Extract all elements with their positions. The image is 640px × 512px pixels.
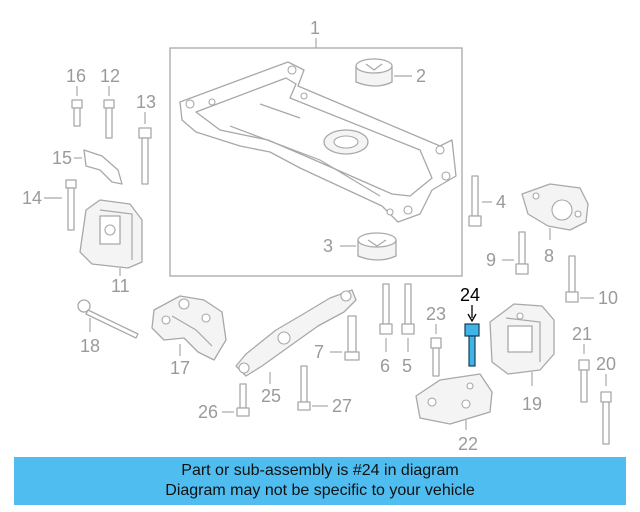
bolt-10[interactable]: [565, 255, 579, 303]
callout-4[interactable]: 4: [496, 192, 506, 212]
callout-18[interactable]: 18: [80, 336, 100, 356]
mount-bracket-17[interactable]: [151, 295, 227, 361]
bolt-16[interactable]: [71, 99, 83, 127]
callout-27[interactable]: 27: [332, 396, 352, 416]
caption-banner: Part or sub-assembly is #24 in diagram D…: [14, 457, 626, 505]
callout-24[interactable]: 24: [460, 285, 480, 305]
callout-14[interactable]: 14: [22, 188, 42, 208]
bushing-2[interactable]: [355, 58, 393, 87]
callout-25[interactable]: 25: [261, 386, 281, 406]
callout-26[interactable]: 26: [198, 402, 218, 422]
callout-13[interactable]: 13: [136, 92, 156, 112]
bolt-24-highlighted[interactable]: [464, 323, 480, 367]
bracket-22[interactable]: [415, 373, 493, 425]
callout-12[interactable]: 12: [100, 66, 120, 86]
callout-19[interactable]: 19: [522, 394, 542, 414]
bolt-26[interactable]: [236, 383, 250, 417]
callout-5[interactable]: 5: [402, 356, 412, 376]
bolt-23[interactable]: [430, 337, 442, 377]
callout-6[interactable]: 6: [380, 356, 390, 376]
bolt-9[interactable]: [515, 231, 529, 275]
callout-15[interactable]: 15: [52, 148, 72, 168]
callout-8[interactable]: 8: [544, 246, 554, 266]
bolt-12[interactable]: [103, 99, 115, 139]
callout-7[interactable]: 7: [314, 342, 324, 362]
callout-21[interactable]: 21: [572, 324, 592, 344]
callout-20[interactable]: 20: [596, 354, 616, 374]
caption-line-1: Part or sub-assembly is #24 in diagram: [181, 462, 459, 479]
callout-17[interactable]: 17: [170, 358, 190, 378]
bolt-14[interactable]: [65, 179, 77, 231]
callout-22[interactable]: 22: [458, 434, 478, 452]
torque-arm-25[interactable]: [235, 289, 357, 377]
mount-8[interactable]: [521, 183, 589, 231]
caption-line-2: Diagram may not be specific to your vehi…: [165, 482, 475, 499]
bolt-27[interactable]: [297, 365, 311, 411]
callout-2[interactable]: 2: [416, 66, 426, 86]
bracket-15[interactable]: [83, 149, 123, 185]
bolt-13[interactable]: [138, 127, 152, 185]
callout-23[interactable]: 23: [426, 304, 446, 324]
bolt-4[interactable]: [468, 175, 482, 227]
parts-diagram: 1 2 3 16 12: [22, 18, 618, 452]
subframe-part[interactable]: [179, 61, 457, 223]
bolt-18[interactable]: [77, 299, 139, 339]
engine-mount-11[interactable]: [79, 199, 143, 269]
callout-1[interactable]: 1: [310, 18, 320, 38]
bolt-6[interactable]: [379, 283, 393, 335]
callout-16[interactable]: 16: [66, 66, 86, 86]
bolt-21[interactable]: [578, 359, 590, 403]
bolt-5[interactable]: [401, 283, 415, 335]
callout-11[interactable]: 11: [111, 276, 130, 296]
bushing-3[interactable]: [357, 232, 397, 261]
bolt-7[interactable]: [344, 315, 360, 361]
callout-3[interactable]: 3: [323, 236, 333, 256]
callout-10[interactable]: 10: [598, 288, 618, 308]
callout-9[interactable]: 9: [486, 250, 496, 270]
bolt-20[interactable]: [600, 391, 612, 445]
transmission-mount-19[interactable]: [489, 303, 555, 375]
